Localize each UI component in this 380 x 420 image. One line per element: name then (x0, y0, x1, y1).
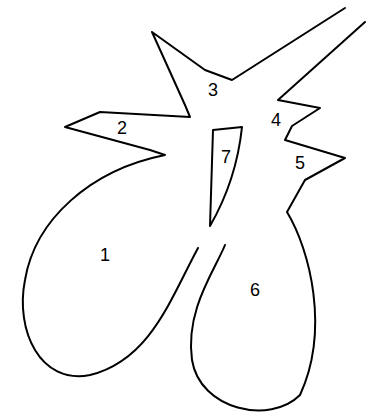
callout-number: 1 (100, 246, 110, 264)
callout-number: 5 (295, 154, 305, 172)
callout-number: 6 (250, 281, 260, 299)
inner-part-outline (210, 127, 242, 226)
callout-number: 7 (221, 148, 231, 166)
left-lobe-outline (23, 8, 345, 376)
right-lobe-outline (191, 22, 365, 410)
callout-number: 4 (271, 111, 281, 129)
callout-number: 3 (208, 81, 218, 99)
callout-number: 2 (117, 119, 127, 137)
